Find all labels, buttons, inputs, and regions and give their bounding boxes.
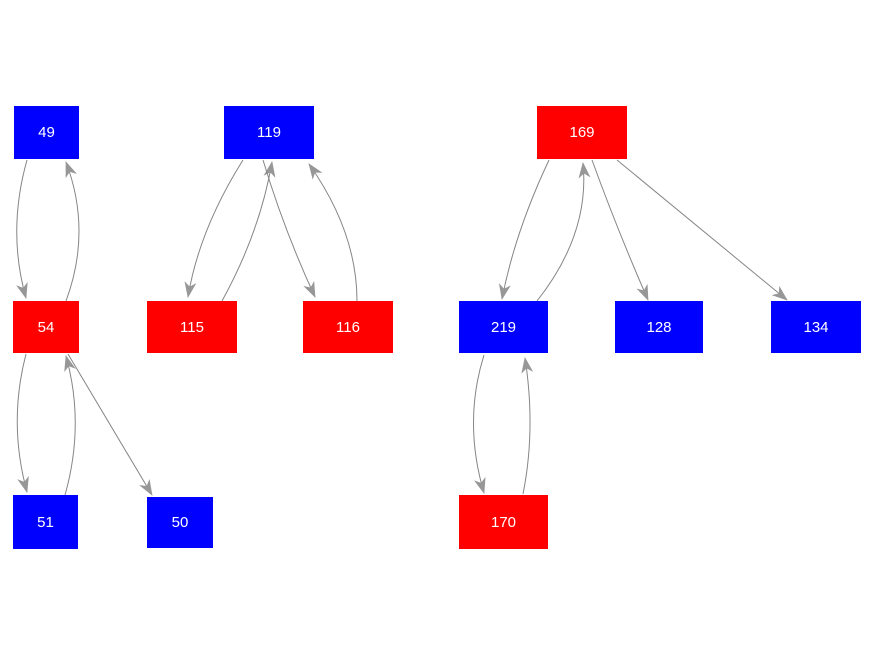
node-116: 116 [303,301,393,353]
node-119: 119 [224,106,314,159]
edge-119-115 [184,159,244,298]
node-49: 49 [14,106,79,159]
node-169: 169 [537,106,627,159]
edge-54-51 [16,353,29,493]
node-170: 170 [459,495,548,549]
edge-219-170 [473,354,486,494]
edge-169-134 [616,159,788,301]
edge-169-219 [498,159,550,300]
node-219: 219 [459,301,548,353]
edge-169-128 [591,159,649,301]
node-51: 51 [13,495,78,549]
node-54: 54 [13,301,79,353]
node-115: 115 [147,301,237,353]
edge-group [16,159,788,496]
edge-116-119 [308,163,358,302]
edge-54-50 [67,353,153,496]
edge-170-219 [521,357,534,495]
edge-219-169 [536,162,591,302]
node-128: 128 [615,301,703,353]
node-50: 50 [147,497,213,548]
edge-51-54 [64,355,76,496]
node-134: 134 [771,301,861,353]
edge-119-116 [262,159,316,298]
edge-54-49 [65,161,80,302]
edge-49-54 [16,159,28,299]
